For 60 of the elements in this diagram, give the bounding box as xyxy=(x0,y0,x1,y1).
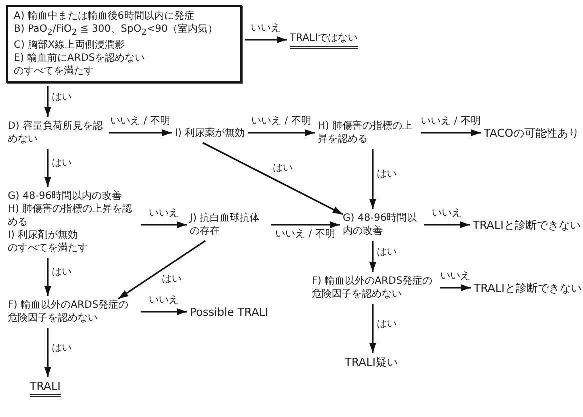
criterion-text: G) 48-96時間以内の改善 xyxy=(8,190,123,202)
edge-label: はい xyxy=(51,158,73,170)
decision-text: J) 抗白血球抗体の存在 xyxy=(190,212,268,238)
arrow xyxy=(440,284,471,292)
edge-label: いいえ / 不明 xyxy=(274,229,336,241)
criterion-text: H) 肺傷害の指標の上昇を認める xyxy=(8,202,134,228)
criterion-text: I) 利尿剤が無効 xyxy=(8,228,80,242)
decision-text: F) 輸血以外のARDS発症の危険因子を認めない xyxy=(8,299,138,325)
arrow xyxy=(141,222,187,228)
result-text: TRALIではない xyxy=(290,32,358,48)
arrow xyxy=(245,36,287,44)
decision-text: TRALI疑い xyxy=(345,356,398,368)
edge-label: いいえ xyxy=(148,295,180,307)
decision-text: D) 容量負荷所見を認めない xyxy=(8,120,106,146)
edge-label: はい xyxy=(51,342,73,354)
edge-label: はい xyxy=(272,162,294,175)
edge-label: はい xyxy=(51,267,73,279)
decision-text: Possible TRALI xyxy=(190,306,269,318)
arrow xyxy=(248,130,315,136)
decision-text: F) 輸血以外のARDS発症の危険因子を認めない xyxy=(312,275,437,301)
criterion-text: E) 輸血前にARDSを認めない xyxy=(14,52,146,65)
edge-label: いいえ / 不明 xyxy=(250,116,312,128)
arrow xyxy=(421,130,481,136)
arrow xyxy=(202,142,344,216)
edge-label: いいえ xyxy=(431,208,463,220)
criteria-box xyxy=(6,5,242,83)
arrow xyxy=(44,258,52,296)
edge-label: いいえ xyxy=(440,271,472,283)
criterion-text: B) PaO$_{2}$/FiO$_{2}$ ≦ 300、SpO$_{2}$<90（室内気） xyxy=(14,23,220,39)
decision-text: TRALIと診断できない xyxy=(473,218,581,232)
edge-label: いいえ xyxy=(148,208,180,220)
edge-label: はい xyxy=(51,92,73,104)
decision-text: H) 肺傷害の指標の上昇を認める xyxy=(318,120,418,146)
result-text: TRALI xyxy=(30,380,61,396)
edge-label: はい xyxy=(376,318,398,330)
arrow xyxy=(44,328,52,377)
arrow xyxy=(44,149,52,187)
arrow xyxy=(109,130,172,136)
criterion-text: A) 輸血中または輸血後6時間以内に発症 xyxy=(14,10,196,23)
arrow xyxy=(370,241,376,272)
criterion-text: C) 胸部X線上両側浸潤影 xyxy=(14,39,126,52)
edge-label: はい xyxy=(161,274,184,286)
arrow xyxy=(118,240,206,300)
decision-text: TACOの可能性あり xyxy=(484,126,580,140)
decision-text: TRALIと診断できない xyxy=(474,282,582,294)
edge-label: いいえ / 不明 xyxy=(110,116,172,128)
arrow xyxy=(370,304,376,353)
arrow xyxy=(141,308,187,316)
edge-label: いいえ / 不明 xyxy=(420,116,482,128)
decision-text: G) 48-96時間以内の改善 xyxy=(343,212,421,238)
arrow xyxy=(370,149,376,209)
decision-text: I) 利尿薬が無効 xyxy=(175,126,246,140)
arrow xyxy=(44,86,52,117)
criterion-text: のすべてを満たす xyxy=(14,65,95,78)
criterion-text: のすべてを満たす xyxy=(8,242,89,254)
arrow xyxy=(424,222,470,228)
edge-label: はい xyxy=(376,169,398,181)
edge-label: いいえ xyxy=(250,23,282,35)
edge-label: はい xyxy=(376,246,398,258)
arrow xyxy=(271,222,340,228)
